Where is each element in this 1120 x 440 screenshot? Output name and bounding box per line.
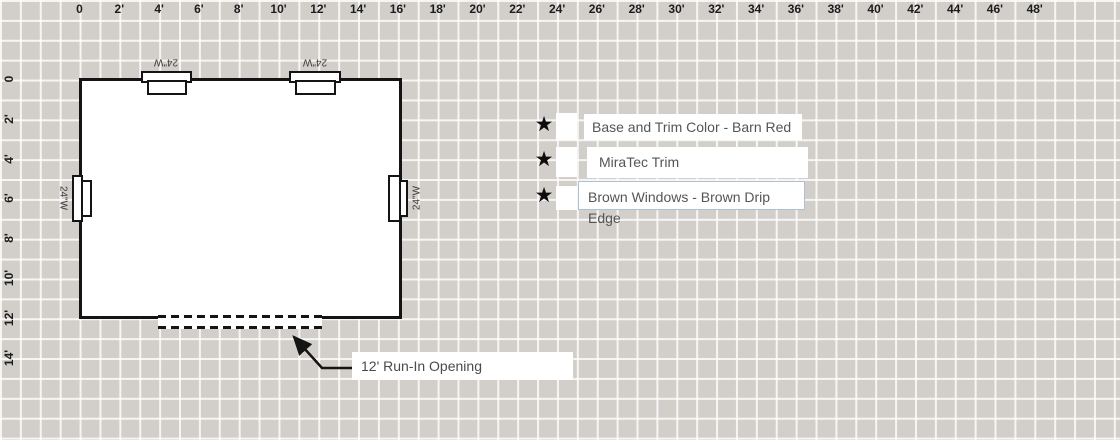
ruler-top-label: 40' <box>867 2 884 16</box>
ruler-top-label: 0 <box>76 2 83 16</box>
ruler-top-label: 12' <box>310 2 327 16</box>
ruler-top-label: 36' <box>787 2 804 16</box>
legend-swatch-2[interactable] <box>556 147 577 177</box>
legend-swatch-3[interactable] <box>556 186 577 210</box>
opening-dash-top <box>158 315 322 318</box>
ruler-top-label: 6' <box>194 2 204 16</box>
ruler-top-label: 2' <box>114 2 125 16</box>
legend-swatch-1[interactable] <box>556 113 577 140</box>
opening-callout-label[interactable]: 12' Run-In Opening <box>352 352 573 380</box>
ruler-top-label: 42' <box>907 2 924 16</box>
left-window-label: 24"W <box>57 185 69 211</box>
ruler-top-label: 22' <box>509 2 526 16</box>
ruler-left-label: 12' <box>2 309 16 326</box>
ruler-left-label: 6' <box>2 193 16 204</box>
ruler-left-label: 10' <box>2 269 16 287</box>
ruler-left-label: 8' <box>2 233 16 243</box>
ruler-top-label: 38' <box>827 2 844 16</box>
ruler-top-label: 14' <box>349 2 367 16</box>
star-icon[interactable]: ★ <box>534 184 554 207</box>
ruler-left-label: 4' <box>2 153 16 164</box>
ruler-top-label: 26' <box>588 2 605 16</box>
ruler-top-label: 34' <box>747 2 765 16</box>
building-outline[interactable] <box>79 78 402 319</box>
legend-label-2[interactable]: MiraTec Trim <box>587 147 808 178</box>
legend-label-3[interactable]: Brown Windows - Brown Drip Edge <box>578 181 805 226</box>
ruler-left-label: 0 <box>2 75 16 83</box>
ruler-top-label: 32' <box>708 2 725 16</box>
star-icon[interactable]: ★ <box>534 148 554 171</box>
ruler-top-label: 48' <box>1026 2 1043 16</box>
right-window-label: 24"W <box>411 185 423 211</box>
ruler-left-label: 2' <box>2 114 16 124</box>
top-window-1-label: 24"W <box>153 56 179 68</box>
ruler-top-label: 30' <box>668 2 685 16</box>
ruler-top-label: 24' <box>548 2 566 16</box>
top-window-1-inner[interactable] <box>147 80 187 95</box>
ruler-top-label: 16' <box>389 2 406 16</box>
ruler-top-label: 10' <box>270 2 287 16</box>
run-in-opening[interactable] <box>158 315 322 329</box>
ruler-left-label: 14' <box>2 349 16 366</box>
ruler-top-label: 4' <box>154 2 164 16</box>
star-icon[interactable]: ★ <box>534 113 554 136</box>
left-window-inner[interactable] <box>81 180 92 217</box>
ruler-top-label: 18' <box>429 2 446 16</box>
ruler-top-label: 8' <box>233 2 244 16</box>
top-window-2-label: 24"W <box>302 56 328 68</box>
ruler-top-label: 46' <box>986 2 1003 16</box>
right-window-inner[interactable] <box>399 180 408 217</box>
ruler-top-label: 28' <box>628 2 645 16</box>
ruler-top-label: 20' <box>469 2 486 16</box>
opening-dash-bottom <box>158 326 322 329</box>
legend-label-1[interactable]: Base and Trim Color - Barn Red <box>584 114 802 140</box>
ruler-top-label: 44' <box>946 2 964 16</box>
top-window-2-inner[interactable] <box>295 80 336 95</box>
